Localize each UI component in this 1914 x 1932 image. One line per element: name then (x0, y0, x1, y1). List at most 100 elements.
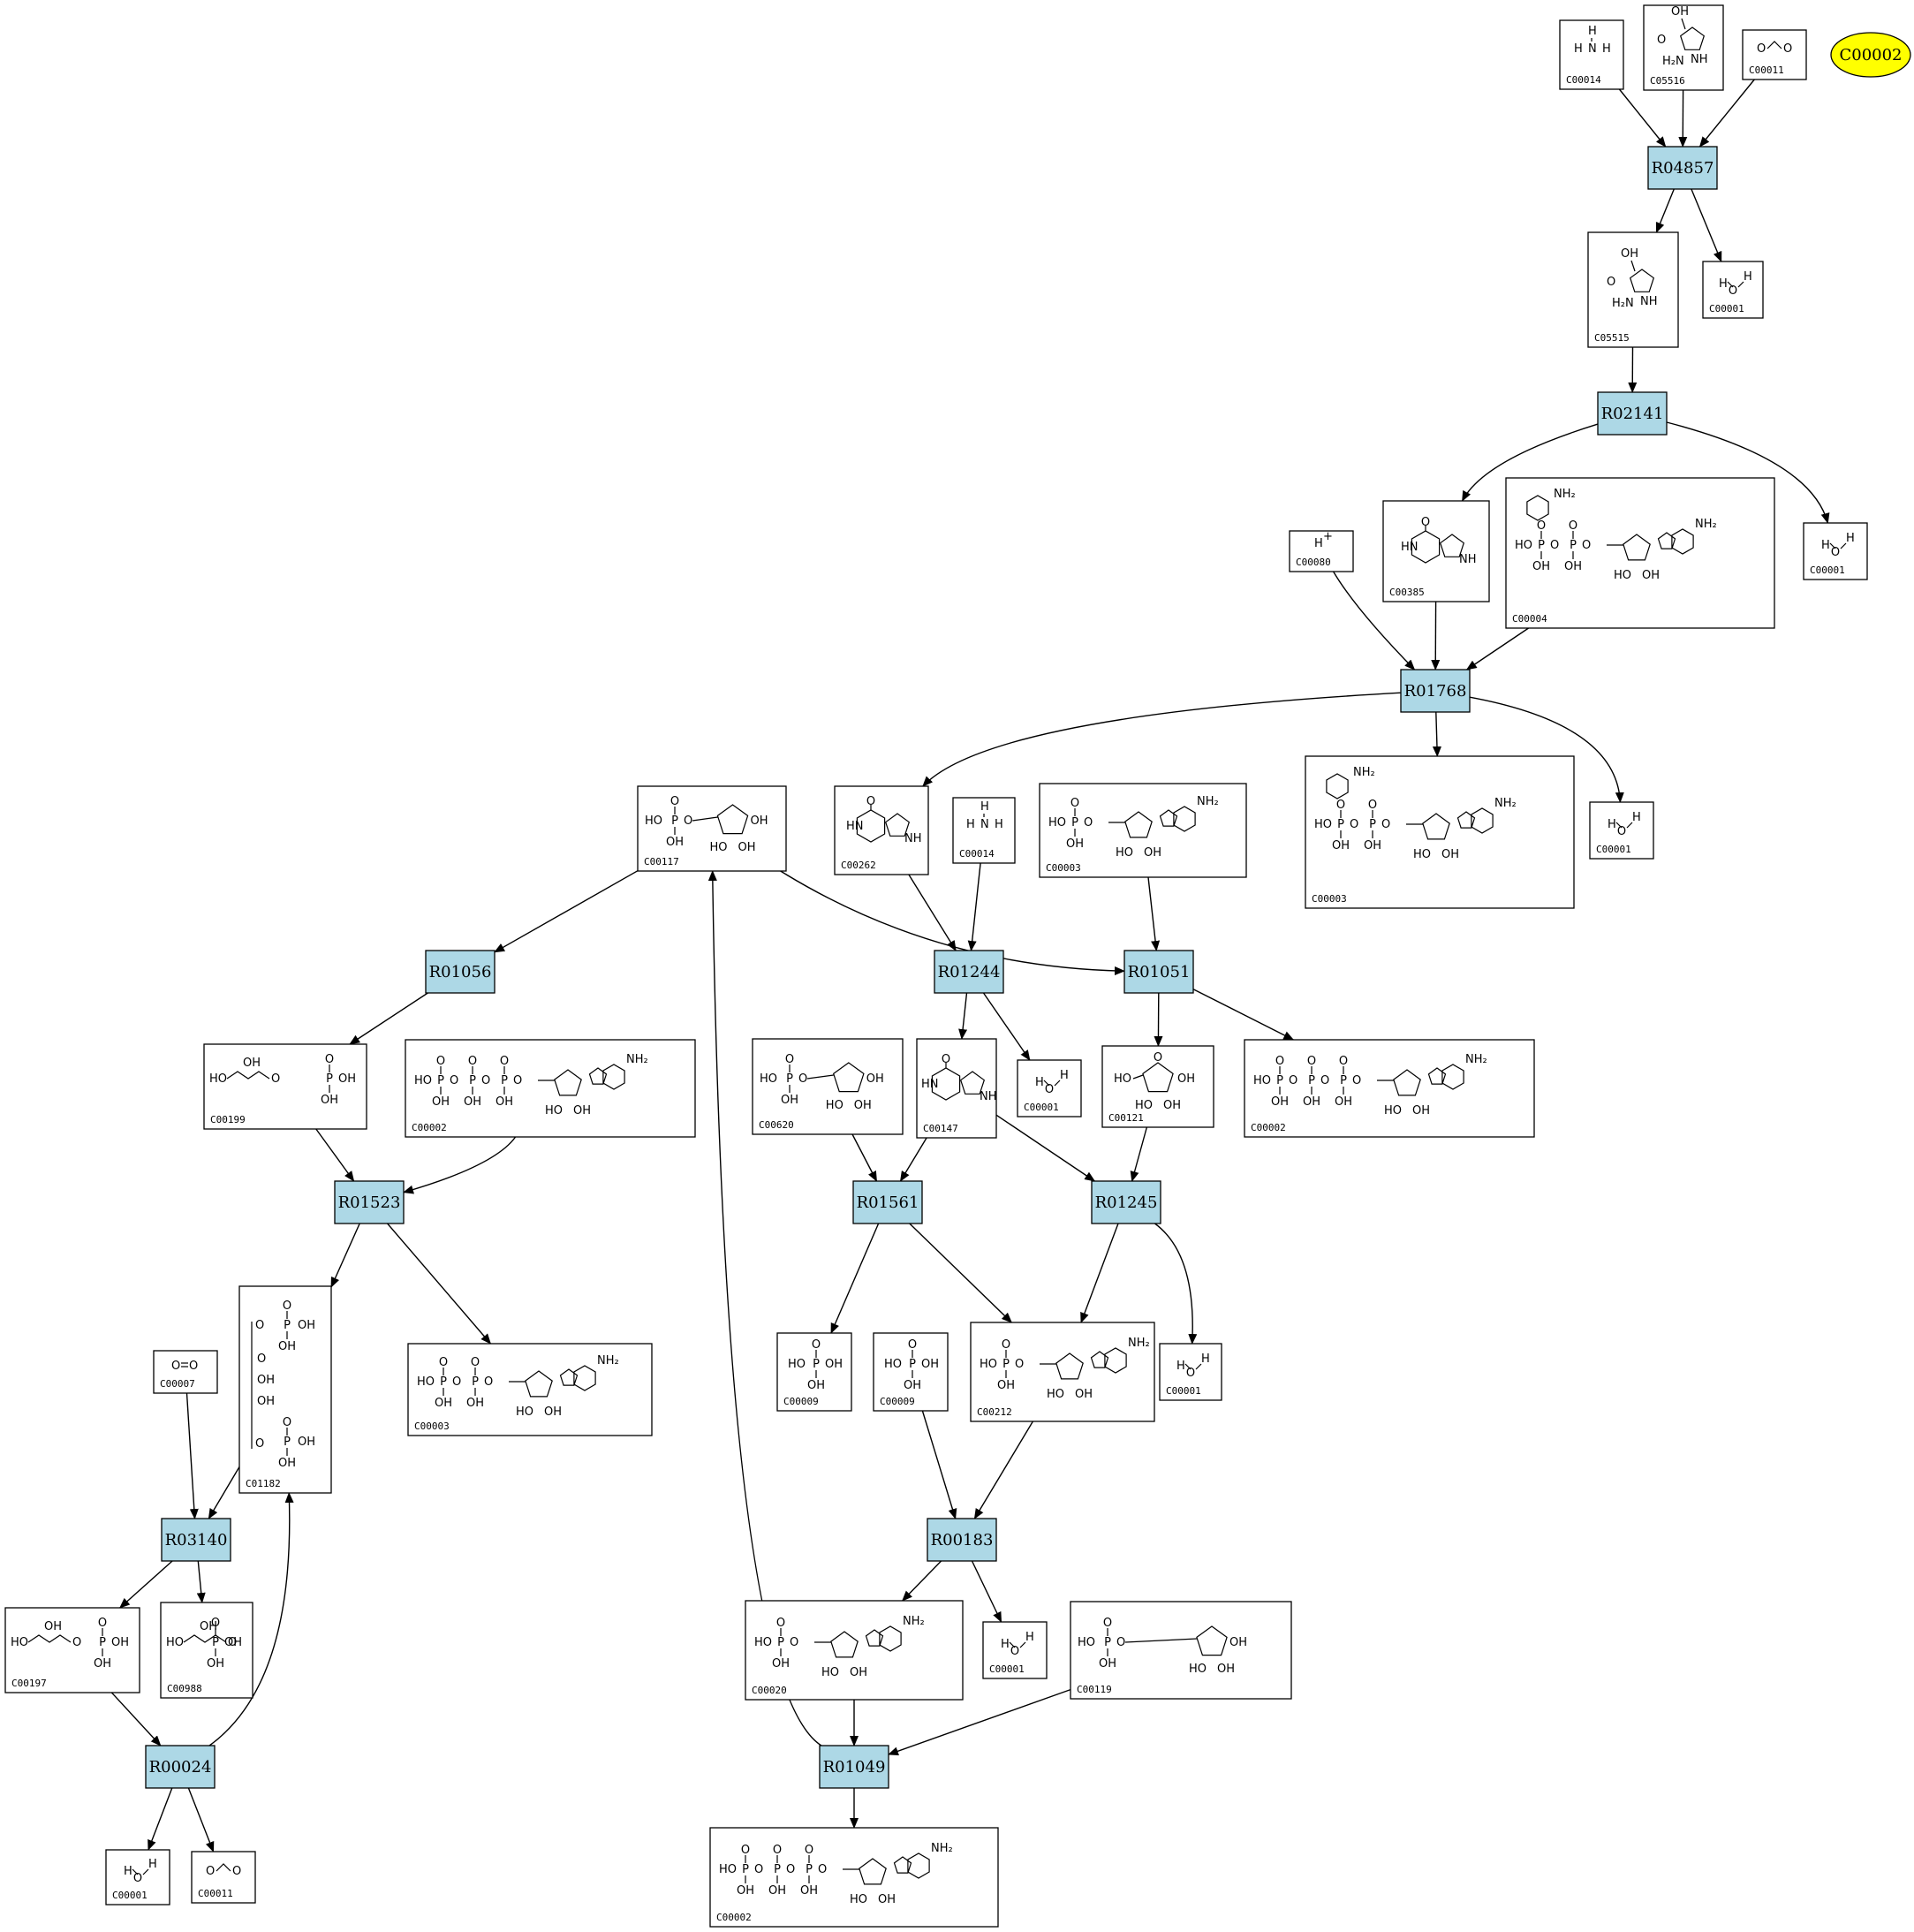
edge-arrow (851, 1133, 878, 1182)
svg-text:HO: HO (1384, 1104, 1402, 1118)
compound-label: C00020 (752, 1685, 787, 1696)
svg-text:H: H (1574, 42, 1583, 56)
svg-text:HO: HO (1114, 1072, 1131, 1086)
svg-text:H: H (1001, 1638, 1010, 1651)
svg-text:O: O (942, 1053, 950, 1066)
svg-text:NH₂: NH₂ (597, 1354, 619, 1368)
compound-label: C00014 (959, 848, 995, 860)
svg-text:OH: OH (243, 1057, 261, 1070)
reaction-node[interactable]: R00183 (927, 1518, 997, 1562)
start-compound-label: C00002 (1839, 46, 1902, 64)
compound-label: C00011 (1749, 64, 1784, 76)
svg-text:P: P (440, 1375, 447, 1389)
reaction-node[interactable]: R01244 (934, 950, 1004, 994)
svg-text:HO: HO (1413, 848, 1431, 861)
edges-layer (110, 79, 1830, 1852)
svg-text:HO: HO (1047, 1388, 1064, 1401)
reaction-label: R01049 (823, 1758, 886, 1777)
svg-text:OH: OH (1163, 1099, 1181, 1112)
svg-text:HN: HN (921, 1078, 939, 1091)
svg-text:OH: OH (1303, 1095, 1320, 1109)
svg-text:OH: OH (921, 1358, 939, 1371)
svg-text:O: O (1084, 816, 1093, 830)
reaction-node[interactable]: R01561 (852, 1180, 923, 1224)
edge-arrow (1192, 989, 1295, 1041)
svg-text:OH: OH (94, 1657, 111, 1671)
reaction-label: R01768 (1404, 682, 1467, 701)
reaction-node[interactable]: R01245 (1091, 1180, 1161, 1224)
compound-node[interactable]: H+C00080 (1289, 530, 1354, 572)
edge-arrow (888, 1688, 1071, 1756)
reaction-node[interactable]: R01049 (819, 1745, 889, 1789)
svg-text:OH: OH (800, 1884, 818, 1898)
svg-text:P: P (284, 1436, 291, 1449)
reaction-node[interactable]: R01768 (1400, 669, 1471, 713)
reaction-node[interactable]: R01523 (334, 1180, 405, 1224)
edge-arrow (1332, 571, 1416, 671)
svg-text:P: P (742, 1863, 749, 1876)
svg-text:O: O (1336, 799, 1345, 812)
water-structure-icon: HOH (1001, 1631, 1034, 1658)
reaction-node[interactable]: R02141 (1597, 391, 1668, 436)
edge-arrow (1666, 421, 1830, 524)
svg-text:O: O (1550, 539, 1559, 552)
svg-text:HO: HO (645, 814, 662, 828)
reaction-node[interactable]: R04857 (1647, 146, 1718, 190)
svg-text:P: P (1337, 818, 1344, 831)
svg-text:OH: OH (1364, 839, 1381, 852)
svg-text:HO: HO (417, 1375, 435, 1389)
svg-text:O: O (1275, 1055, 1284, 1068)
reaction-node[interactable]: R03140 (161, 1518, 231, 1562)
edge-arrow (1432, 711, 1441, 757)
edge-arrow (387, 1223, 492, 1345)
compound-label: C00197 (11, 1678, 47, 1689)
svg-text:OH: OH (573, 1104, 591, 1118)
svg-text:O: O (468, 1055, 477, 1068)
svg-text:O: O (1569, 519, 1577, 533)
svg-text:NH₂: NH₂ (931, 1842, 953, 1855)
start-compound-node[interactable]: C00002 (1830, 32, 1911, 78)
reaction-node[interactable]: R00024 (145, 1745, 216, 1789)
reaction-node[interactable]: R01051 (1123, 950, 1194, 994)
reaction-node[interactable]: R01056 (425, 950, 496, 994)
compound-label: C00385 (1389, 587, 1425, 598)
svg-text:HO: HO (11, 1636, 28, 1649)
